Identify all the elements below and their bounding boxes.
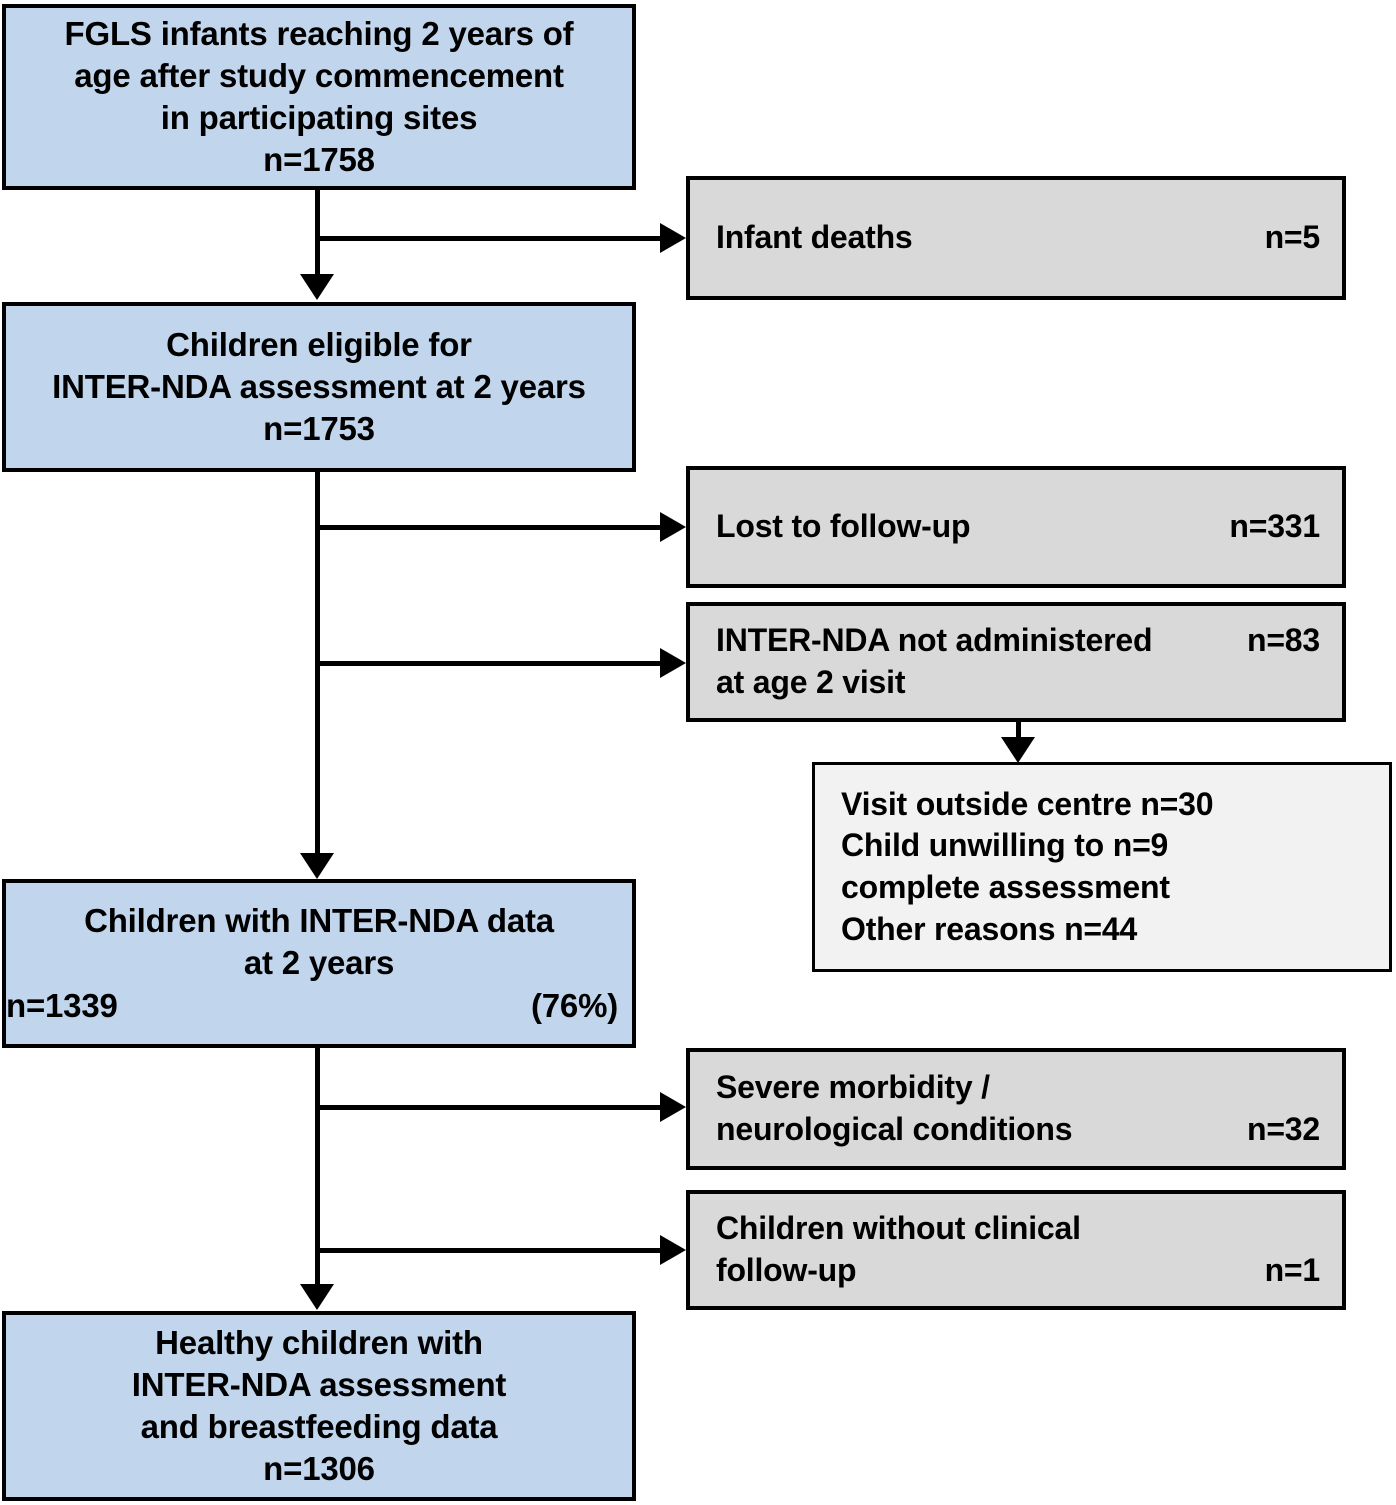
node-enrolled-line3: in participating sites — [160, 99, 478, 136]
node-enrolled: FGLS infants reaching 2 years of age aft… — [2, 4, 636, 190]
reason-count-3: n=44 — [1064, 910, 1138, 947]
node-final-line3: and breastfeeding data — [140, 1408, 498, 1445]
node-final-cohort: Healthy children with INTER-NDA assessme… — [2, 1311, 636, 1501]
connector-to-infant-deaths — [315, 236, 665, 241]
node-withdata-line2: at 2 years — [243, 944, 395, 982]
node-children-with-data: Children with INTER-NDA data at 2 years … — [2, 879, 636, 1048]
reason-label-0: Visit outside centre — [841, 785, 1132, 822]
reason-count-0: n=30 — [1140, 785, 1214, 822]
reason-label-3: Other reasons — [841, 910, 1056, 947]
not-administered-count: n=83 — [1246, 622, 1320, 659]
arrowhead-lost-followup — [660, 512, 686, 542]
reason-label-1: Child unwilling to — [841, 827, 1105, 864]
node-withdata-count: n=1339 — [6, 986, 118, 1024]
lost-followup-row: Lost to follow-up n=331 — [716, 506, 1320, 548]
node-withdata-percent: (76%) — [530, 986, 618, 1024]
infant-deaths-row: Infant deaths n=5 — [716, 217, 1320, 259]
node-eligible-line2: INTER-NDA assessment at 2 years — [52, 367, 586, 405]
arrowhead-not-administered — [660, 648, 686, 678]
connector-to-not-administered — [315, 661, 665, 666]
not-administered-line2: at age 2 visit — [716, 664, 906, 700]
not-administered-row1: INTER-NDA not administered n=83 — [716, 620, 1320, 662]
node-eligible: Children eligible for INTER-NDA assessme… — [2, 302, 636, 472]
severe-morbidity-row2: neurological conditions n=32 — [716, 1109, 1320, 1151]
node-final-line2: INTER-NDA assessment — [131, 1365, 507, 1403]
arrowhead-no-clinical-followup — [660, 1235, 686, 1265]
connector-to-lost-followup — [315, 525, 665, 530]
node-severe-morbidity: Severe morbidity / neurological conditio… — [686, 1048, 1346, 1170]
arrowhead-eligible — [300, 274, 334, 300]
node-enrolled-line2: age after study commencement — [74, 56, 564, 94]
reason-row-1: Child unwilling to n=9 — [841, 825, 1371, 867]
arrowhead-withdata — [300, 853, 334, 879]
node-enrolled-line1: FGLS infants reaching 2 years of — [64, 14, 574, 52]
arrowhead-final — [300, 1284, 334, 1310]
no-clinical-followup-count: n=1 — [1264, 1252, 1321, 1288]
node-eligible-line1: Children eligible for — [166, 325, 472, 363]
node-eligible-count: n=1753 — [263, 410, 375, 448]
no-clinical-followup-line1: Children without clinical — [716, 1210, 1081, 1247]
node-final-line1: Healthy children with — [155, 1323, 483, 1361]
node-withdata-line1: Children with INTER-NDA data — [84, 902, 554, 940]
connector-to-no-clinical-followup — [315, 1248, 665, 1253]
arrowhead-reasons — [1001, 737, 1035, 763]
node-reasons-not-administered: Visit outside centre n=30 Child unwillin… — [812, 762, 1392, 972]
reason-row-2: complete assessment — [841, 867, 1371, 909]
node-enrolled-count: n=1758 — [263, 141, 375, 179]
arrowhead-infant-deaths — [660, 223, 686, 253]
node-lost-to-followup: Lost to follow-up n=331 — [686, 466, 1346, 588]
no-clinical-followup-row2: follow-up n=1 — [716, 1250, 1320, 1292]
not-administered-line1: INTER-NDA not administered — [716, 622, 1153, 659]
lost-followup-label: Lost to follow-up — [716, 508, 971, 545]
no-clinical-followup-line2: follow-up — [716, 1252, 857, 1288]
reason-count-1: n=9 — [1112, 827, 1169, 864]
reason-row-3: Other reasons n=44 — [841, 909, 1371, 951]
severe-morbidity-line1: Severe morbidity / — [716, 1069, 990, 1106]
severe-morbidity-count: n=32 — [1246, 1111, 1320, 1147]
arrowhead-severe-morbidity — [660, 1092, 686, 1122]
connector-notadmin-to-reasons — [1016, 722, 1021, 742]
node-withdata-count-row: n=1339 (76%) — [6, 985, 632, 1027]
infant-deaths-label: Infant deaths — [716, 219, 913, 256]
severe-morbidity-line2: neurological conditions — [716, 1111, 1073, 1147]
node-infant-deaths: Infant deaths n=5 — [686, 176, 1346, 300]
lost-followup-count: n=331 — [1229, 508, 1320, 545]
infant-deaths-count: n=5 — [1264, 219, 1321, 256]
node-no-clinical-followup: Children without clinical follow-up n=1 — [686, 1190, 1346, 1310]
connector-withdata-to-final — [315, 1048, 320, 1286]
reason-row-0: Visit outside centre n=30 — [841, 784, 1371, 826]
connector-to-severe-morbidity — [315, 1105, 665, 1110]
reason-label-2: complete assessment — [841, 869, 1170, 905]
node-not-administered: INTER-NDA not administered n=83 at age 2… — [686, 602, 1346, 722]
node-final-count: n=1306 — [263, 1450, 375, 1488]
connector-enrolled-to-eligible — [315, 188, 320, 276]
